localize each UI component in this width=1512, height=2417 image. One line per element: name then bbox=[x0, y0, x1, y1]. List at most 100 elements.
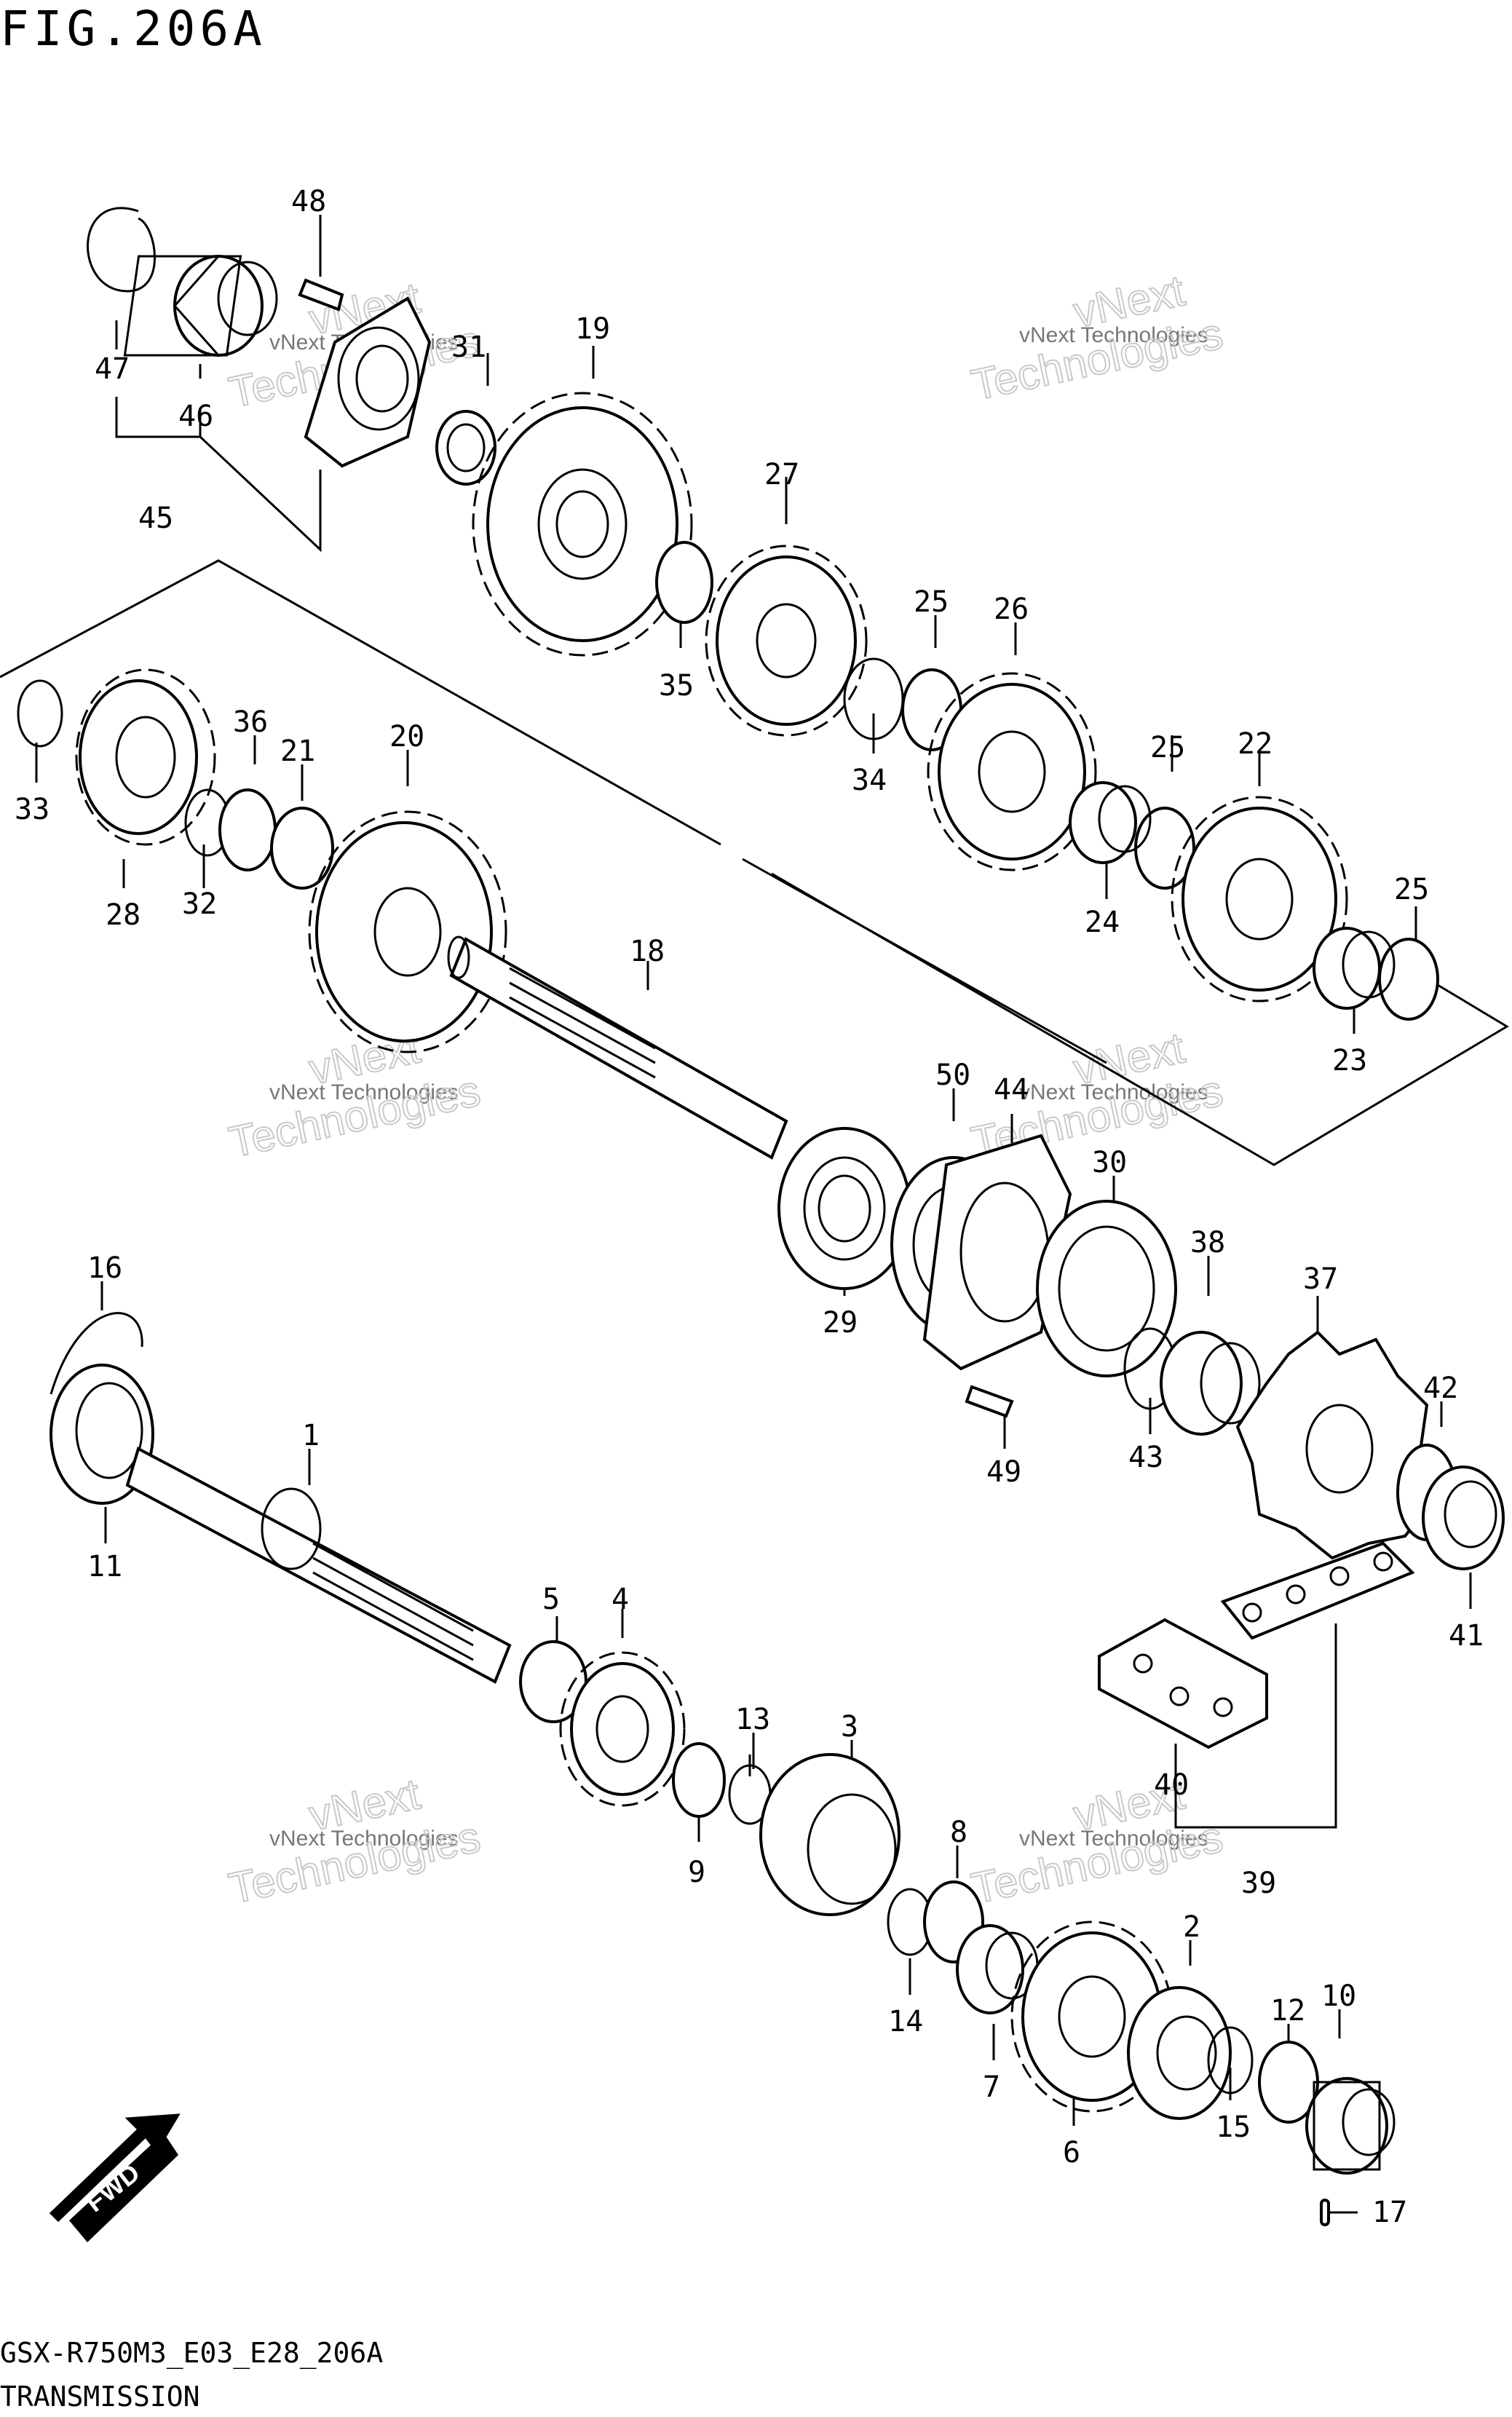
circlip-part-16 bbox=[50, 1312, 143, 1395]
callout-33: 33 bbox=[15, 793, 50, 826]
callout-48: 48 bbox=[291, 185, 326, 218]
callout-40: 40 bbox=[1154, 1768, 1189, 1802]
callout-23: 23 bbox=[1332, 1044, 1367, 1077]
callout-32: 32 bbox=[182, 887, 217, 921]
gear-part-22 bbox=[1171, 796, 1348, 1002]
callout-3: 3 bbox=[841, 1710, 858, 1744]
callout-15: 15 bbox=[1216, 2111, 1251, 2144]
callout-24: 24 bbox=[1085, 906, 1120, 939]
callout-14: 14 bbox=[888, 2005, 923, 2038]
callout-20: 20 bbox=[389, 720, 424, 753]
needle-bearing-part-23 bbox=[1313, 927, 1396, 1010]
needle-bearing-part-10 bbox=[1305, 2077, 1396, 2175]
callout-47: 47 bbox=[95, 352, 130, 386]
callout-39: 39 bbox=[1241, 1867, 1276, 1900]
callout-2: 2 bbox=[1183, 1910, 1200, 1944]
callout-8: 8 bbox=[950, 1816, 967, 1849]
callout-35: 35 bbox=[659, 669, 694, 703]
callout-12: 12 bbox=[1270, 1994, 1305, 2028]
sprocket-part-37 bbox=[1235, 1330, 1436, 1560]
callout-25: 25 bbox=[1394, 873, 1429, 906]
callout-6: 6 bbox=[1063, 2136, 1080, 2169]
callout-41: 41 bbox=[1449, 1619, 1484, 1653]
circlip-part-47 bbox=[87, 207, 156, 293]
bearing-part-46 bbox=[123, 255, 278, 357]
gear-part-28 bbox=[75, 668, 216, 846]
callout-22: 22 bbox=[1238, 727, 1272, 761]
footer-name: TRANSMISSION bbox=[0, 2381, 200, 2413]
needle-bearing-part-7 bbox=[956, 1924, 1039, 2014]
watermark-text: vNext Technologies bbox=[1019, 323, 1208, 347]
callout-10: 10 bbox=[1321, 1979, 1356, 2013]
callout-1: 1 bbox=[302, 1419, 320, 1452]
callout-50: 50 bbox=[935, 1059, 970, 1092]
callout-44: 44 bbox=[994, 1073, 1029, 1107]
callout-17: 17 bbox=[1372, 2196, 1407, 2229]
callout-28: 28 bbox=[106, 898, 140, 932]
gear-part-2 bbox=[1127, 1986, 1232, 2120]
drive-chain-part-39 bbox=[1220, 1541, 1415, 1640]
callout-4: 4 bbox=[611, 1583, 629, 1616]
pin-part-17 bbox=[1320, 2199, 1330, 2226]
gear-part-20 bbox=[308, 810, 507, 1053]
bush-part-21 bbox=[270, 807, 334, 890]
circlip-part-15 bbox=[1207, 2026, 1254, 2094]
callout-16: 16 bbox=[87, 1251, 122, 1285]
callout-30: 30 bbox=[1092, 1146, 1127, 1179]
main-shaft-part-1 bbox=[125, 1447, 512, 1684]
watermark-text: vNext Technologies bbox=[269, 1080, 459, 1104]
callout-46: 46 bbox=[178, 400, 213, 433]
bush-part-31 bbox=[435, 410, 496, 486]
gear-part-27 bbox=[705, 545, 868, 737]
callout-21: 21 bbox=[280, 735, 315, 768]
circlip-part-33 bbox=[17, 679, 63, 748]
nut-part-41 bbox=[1422, 1465, 1505, 1570]
callout-9: 9 bbox=[688, 1856, 705, 1889]
callout-45: 45 bbox=[138, 502, 173, 535]
callout-25: 25 bbox=[1150, 731, 1185, 764]
oil-seal-part-30 bbox=[1036, 1200, 1177, 1377]
watermark-text: vNext Technologies bbox=[1019, 1827, 1208, 1851]
leader-lines bbox=[35, 215, 1472, 2214]
group-lines bbox=[0, 397, 1509, 1829]
gear-part-19 bbox=[472, 392, 693, 657]
callout-5: 5 bbox=[542, 1583, 560, 1616]
fwd-arrow-icon: FWD bbox=[49, 2113, 181, 2242]
washer-part-25 bbox=[1378, 938, 1439, 1021]
part-drawings: FWD bbox=[17, 207, 1505, 2242]
callout-42: 42 bbox=[1423, 1372, 1458, 1405]
callout-25: 25 bbox=[914, 585, 949, 619]
callout-18: 18 bbox=[630, 935, 665, 968]
oil-seal-part-11 bbox=[50, 1364, 154, 1505]
callout-37: 37 bbox=[1303, 1262, 1338, 1296]
callout-34: 34 bbox=[852, 764, 887, 797]
footer-code: GSX-R750M3_E03_E28_206A bbox=[0, 2337, 383, 2370]
callout-36: 36 bbox=[233, 705, 268, 739]
callout-29: 29 bbox=[823, 1306, 858, 1340]
callout-13: 13 bbox=[735, 1703, 770, 1736]
screw-part-48 bbox=[298, 278, 344, 312]
callout-11: 11 bbox=[87, 1550, 122, 1583]
callout-27: 27 bbox=[764, 458, 799, 491]
figure-title: FIG.206A bbox=[0, 1, 266, 57]
washer-part-36 bbox=[218, 788, 277, 871]
callout-19: 19 bbox=[575, 312, 610, 346]
washer-part-35 bbox=[655, 541, 713, 624]
spacer-part-38 bbox=[1160, 1331, 1261, 1436]
chain-joint-part-40 bbox=[1098, 1618, 1268, 1749]
watermark-text: vNext Technologies bbox=[269, 1827, 459, 1851]
callout-43: 43 bbox=[1128, 1441, 1163, 1474]
callout-49: 49 bbox=[986, 1455, 1021, 1489]
countershaft-part-18 bbox=[447, 935, 788, 1160]
callout-31: 31 bbox=[451, 331, 486, 364]
callout-38: 38 bbox=[1190, 1226, 1225, 1259]
screw-part-49 bbox=[965, 1385, 1014, 1418]
bearing-part-29 bbox=[777, 1127, 911, 1290]
bearing-housing-part-45 bbox=[304, 296, 432, 468]
washer-part-9 bbox=[672, 1742, 726, 1818]
watermark-text: vNext Technologies bbox=[1019, 1080, 1208, 1104]
callout-26: 26 bbox=[994, 593, 1029, 626]
gear-part-26 bbox=[927, 672, 1097, 871]
needle-bearing-part-24 bbox=[1069, 781, 1152, 864]
